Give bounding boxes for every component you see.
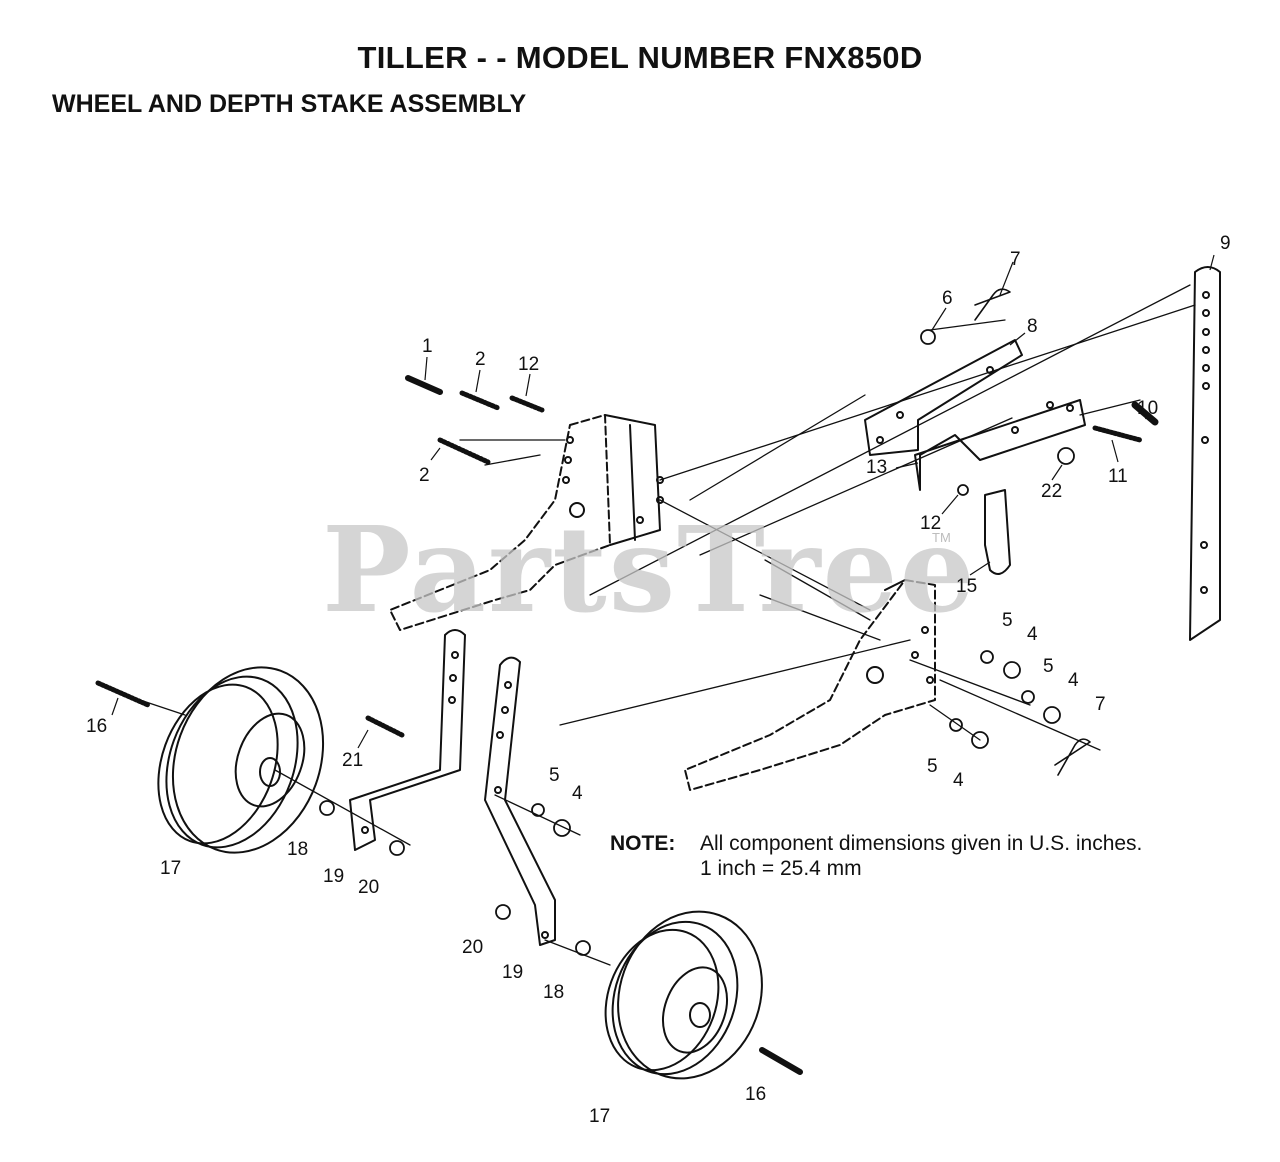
bolts — [95, 375, 1159, 1075]
callout-7: 7 — [1010, 249, 1021, 270]
leader-lines — [111, 254, 1215, 749]
note-line-1: All component dimensions given in U.S. i… — [700, 832, 1143, 855]
callout-19: 19 — [323, 866, 345, 887]
callout-16: 16 — [745, 1084, 767, 1105]
callout-4: 4 — [1027, 624, 1038, 645]
callout-2: 2 — [419, 465, 430, 486]
washers — [319, 329, 1075, 956]
callout-17: 17 — [589, 1106, 611, 1127]
callout-19: 19 — [502, 962, 524, 983]
callout-10: 10 — [1137, 398, 1159, 419]
callout-21: 21 — [342, 750, 364, 771]
callout-15: 15 — [956, 576, 978, 597]
callout-5: 5 — [927, 756, 938, 777]
depth-stake-latch — [984, 489, 1011, 575]
wheel-bracket-left — [349, 629, 466, 851]
wheel-left — [157, 666, 325, 854]
callout-18: 18 — [543, 982, 565, 1003]
wheel-bracket-right — [484, 656, 556, 946]
callout-1: 1 — [422, 336, 433, 357]
callout-20: 20 — [358, 877, 380, 898]
callout-20: 20 — [462, 937, 484, 958]
callout-2: 2 — [475, 349, 486, 370]
callout-7: 7 — [1095, 694, 1106, 715]
callout-11: 11 — [1108, 466, 1128, 487]
section-title: WHEEL AND DEPTH STAKE ASSEMBLY — [52, 90, 527, 118]
callout-5: 5 — [1043, 656, 1054, 677]
callout-5: 5 — [1002, 610, 1013, 631]
callout-17: 17 — [160, 858, 182, 879]
callout-12: 12 — [920, 513, 942, 534]
depth-stake-bracket — [864, 339, 1086, 491]
callout-12: 12 — [518, 354, 540, 375]
note-label: NOTE: — [610, 832, 676, 855]
callout-18: 18 — [287, 839, 309, 860]
page-title: TILLER - - MODEL NUMBER FNX850D — [357, 40, 923, 75]
note-line-2: 1 inch = 25.4 mm — [700, 857, 862, 880]
watermark-trademark: TM — [932, 530, 951, 545]
callout-4: 4 — [953, 770, 964, 791]
callout-8: 8 — [1027, 316, 1038, 337]
callout-9: 9 — [1220, 233, 1231, 254]
callout-4: 4 — [572, 783, 583, 804]
watermark: PartsTree — [322, 500, 977, 639]
wheel-right — [604, 910, 763, 1080]
hairpin-clips — [974, 288, 1091, 776]
callout-13: 13 — [866, 457, 888, 478]
callout-22: 22 — [1041, 481, 1063, 502]
callout-16: 16 — [86, 716, 108, 737]
depth-stake — [1189, 266, 1221, 641]
right-side-plate — [684, 579, 936, 791]
callout-6: 6 — [942, 288, 953, 309]
callout-4: 4 — [1068, 670, 1079, 691]
callout-5: 5 — [549, 765, 560, 786]
left-side-plate — [389, 414, 664, 631]
